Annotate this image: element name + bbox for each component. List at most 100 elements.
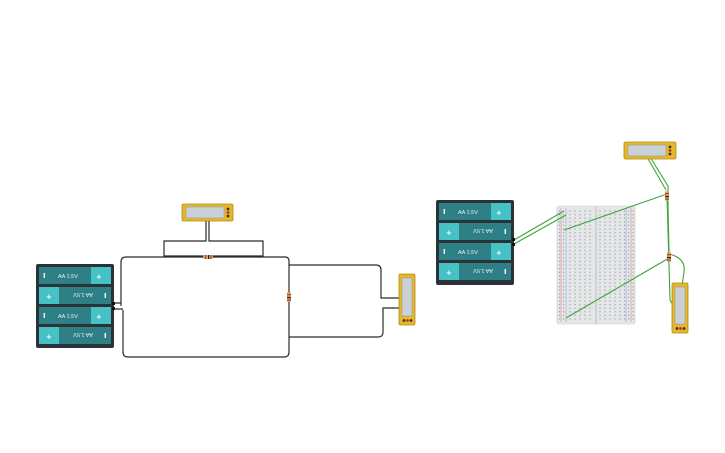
breadboard-hole[interactable]	[574, 300, 576, 302]
breadboard-hole[interactable]	[562, 293, 565, 295]
breadboard-hole[interactable]	[609, 235, 611, 237]
breadboard-hole[interactable]	[604, 286, 606, 288]
breadboard-hole[interactable]	[614, 296, 616, 298]
breadboard-hole[interactable]	[569, 271, 571, 273]
breadboard-hole[interactable]	[627, 268, 630, 270]
breadboard-hole[interactable]	[574, 307, 576, 309]
breadboard-hole[interactable]	[632, 214, 634, 216]
breadboard-hole[interactable]	[604, 304, 606, 306]
breadboard-holes[interactable]	[558, 210, 634, 320]
breadboard-hole[interactable]	[599, 239, 601, 241]
breadboard-hole[interactable]	[623, 246, 626, 248]
breadboard-hole[interactable]	[619, 224, 621, 226]
breadboard-hole[interactable]	[579, 286, 581, 288]
breadboard-hole[interactable]	[614, 235, 616, 237]
breadboard-hole[interactable]	[558, 318, 561, 320]
breadboard-hole[interactable]	[604, 228, 606, 230]
breadboard-hole[interactable]	[627, 304, 630, 306]
breadboard-hole[interactable]	[609, 246, 611, 248]
breadboard-hole[interactable]	[619, 228, 621, 230]
breadboard-hole[interactable]	[619, 242, 621, 244]
breadboard-hole[interactable]	[569, 210, 571, 212]
breadboard-hole[interactable]	[558, 232, 561, 234]
breadboard-hole[interactable]	[632, 271, 634, 273]
breadboard-hole[interactable]	[609, 257, 611, 259]
breadboard-hole[interactable]	[584, 224, 586, 226]
breadboard-hole[interactable]	[632, 282, 634, 284]
breadboard-hole[interactable]	[632, 242, 634, 244]
breadboard-hole[interactable]	[632, 293, 634, 295]
breadboard-hole[interactable]	[584, 293, 586, 295]
breadboard-hole[interactable]	[627, 260, 630, 262]
breadboard-hole[interactable]	[604, 314, 606, 316]
breadboard-hole[interactable]	[574, 311, 576, 313]
breadboard-hole[interactable]	[589, 300, 591, 302]
breadboard-hole[interactable]	[562, 232, 565, 234]
breadboard-hole[interactable]	[584, 239, 586, 241]
breadboard-hole[interactable]	[627, 221, 630, 223]
breadboard-hole[interactable]	[619, 239, 621, 241]
breadboard-hole[interactable]	[569, 228, 571, 230]
breadboard-hole[interactable]	[558, 246, 561, 248]
breadboard-hole[interactable]	[604, 260, 606, 262]
breadboard-hole[interactable]	[619, 260, 621, 262]
breadboard-hole[interactable]	[589, 296, 591, 298]
breadboard-hole[interactable]	[623, 228, 626, 230]
breadboard-hole[interactable]	[579, 264, 581, 266]
breadboard-hole[interactable]	[569, 296, 571, 298]
breadboard-hole[interactable]	[604, 210, 606, 212]
breadboard-hole[interactable]	[569, 307, 571, 309]
breadboard-hole[interactable]	[614, 214, 616, 216]
breadboard-hole[interactable]	[584, 232, 586, 234]
breadboard-hole[interactable]	[579, 235, 581, 237]
breadboard-hole[interactable]	[599, 307, 601, 309]
breadboard-hole[interactable]	[623, 253, 626, 255]
breadboard-hole[interactable]	[579, 271, 581, 273]
breadboard-hole[interactable]	[584, 275, 586, 277]
breadboard-hole[interactable]	[558, 239, 561, 241]
breadboard-hole[interactable]	[569, 286, 571, 288]
breadboard-hole[interactable]	[619, 278, 621, 280]
breadboard-hole[interactable]	[627, 214, 630, 216]
breadboard-hole[interactable]	[609, 271, 611, 273]
resistor-lower[interactable]	[667, 252, 671, 262]
multimeter-right[interactable]	[398, 273, 416, 326]
breadboard-hole[interactable]	[614, 286, 616, 288]
right-wires[interactable]	[513, 156, 685, 319]
breadboard-hole[interactable]	[614, 304, 616, 306]
breadboard-hole[interactable]	[599, 314, 601, 316]
breadboard-hole[interactable]	[609, 268, 611, 270]
breadboard-hole[interactable]	[584, 257, 586, 259]
breadboard-hole[interactable]	[609, 278, 611, 280]
breadboard-hole[interactable]	[558, 250, 561, 252]
breadboard-hole[interactable]	[619, 296, 621, 298]
breadboard-hole[interactable]	[599, 260, 601, 262]
breadboard-hole[interactable]	[574, 210, 576, 212]
breadboard-hole[interactable]	[619, 300, 621, 302]
breadboard-hole[interactable]	[609, 217, 611, 219]
breadboard-hole[interactable]	[609, 264, 611, 266]
breadboard-hole[interactable]	[584, 278, 586, 280]
breadboard-hole[interactable]	[558, 214, 561, 216]
wire-meter-top-b[interactable]	[649, 156, 670, 254]
breadboard-hole[interactable]	[589, 250, 591, 252]
breadboard-hole[interactable]	[623, 286, 626, 288]
breadboard-hole[interactable]	[632, 300, 634, 302]
breadboard-hole[interactable]	[574, 275, 576, 277]
breadboard-hole[interactable]	[574, 250, 576, 252]
breadboard-hole[interactable]	[574, 242, 576, 244]
breadboard-hole[interactable]	[574, 282, 576, 284]
wire-battery-to-board-2[interactable]	[513, 214, 567, 245]
breadboard-hole[interactable]	[558, 311, 561, 313]
breadboard-hole[interactable]	[562, 253, 565, 255]
breadboard-hole[interactable]	[609, 282, 611, 284]
breadboard-hole[interactable]	[574, 246, 576, 248]
breadboard-hole[interactable]	[574, 228, 576, 230]
breadboard-hole[interactable]	[599, 253, 601, 255]
breadboard-hole[interactable]	[604, 318, 606, 320]
breadboard-hole[interactable]	[589, 217, 591, 219]
breadboard-hole[interactable]	[558, 210, 561, 212]
breadboard-hole[interactable]	[627, 296, 630, 298]
breadboard-hole[interactable]	[584, 296, 586, 298]
breadboard-hole[interactable]	[579, 242, 581, 244]
